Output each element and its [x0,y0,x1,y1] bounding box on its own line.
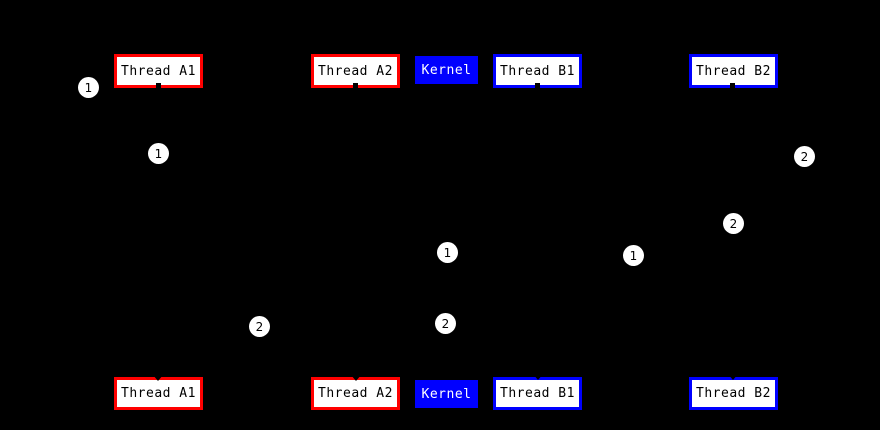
thread-b2-bottom-box: Thread B2 [689,377,778,410]
edge-number-badge: 2 [723,213,744,234]
arrowhead-mark [351,375,361,381]
edge-number-badge: 1 [623,245,644,266]
thread-b1-top-box: Thread B1 [493,54,582,88]
edge-number-badge: 2 [435,313,456,334]
arrowhead-mark [728,374,738,380]
kernel-bottom-box: Kernel [415,380,478,408]
edge-start-mark [730,83,735,89]
kernel-top-box: Kernel [415,56,478,84]
edge-number-badge: 1 [437,242,458,263]
thread-a1-top-box: Thread A1 [114,54,203,88]
edge-number-badge: 1 [78,77,99,98]
arrowhead-mark [533,374,543,380]
thread-a2-bottom-box: Thread A2 [311,377,400,410]
edge-number-badge: 1 [148,143,169,164]
edge-start-mark [353,83,358,89]
thread-b1-bottom-box: Thread B1 [493,377,582,410]
edge-start-mark [156,83,161,89]
arrowhead-mark [153,375,163,381]
thread-a1-bottom-box: Thread A1 [114,377,203,410]
edge-start-mark [535,83,540,89]
edge-number-badge: 2 [249,316,270,337]
edge-number-badge: 2 [794,146,815,167]
